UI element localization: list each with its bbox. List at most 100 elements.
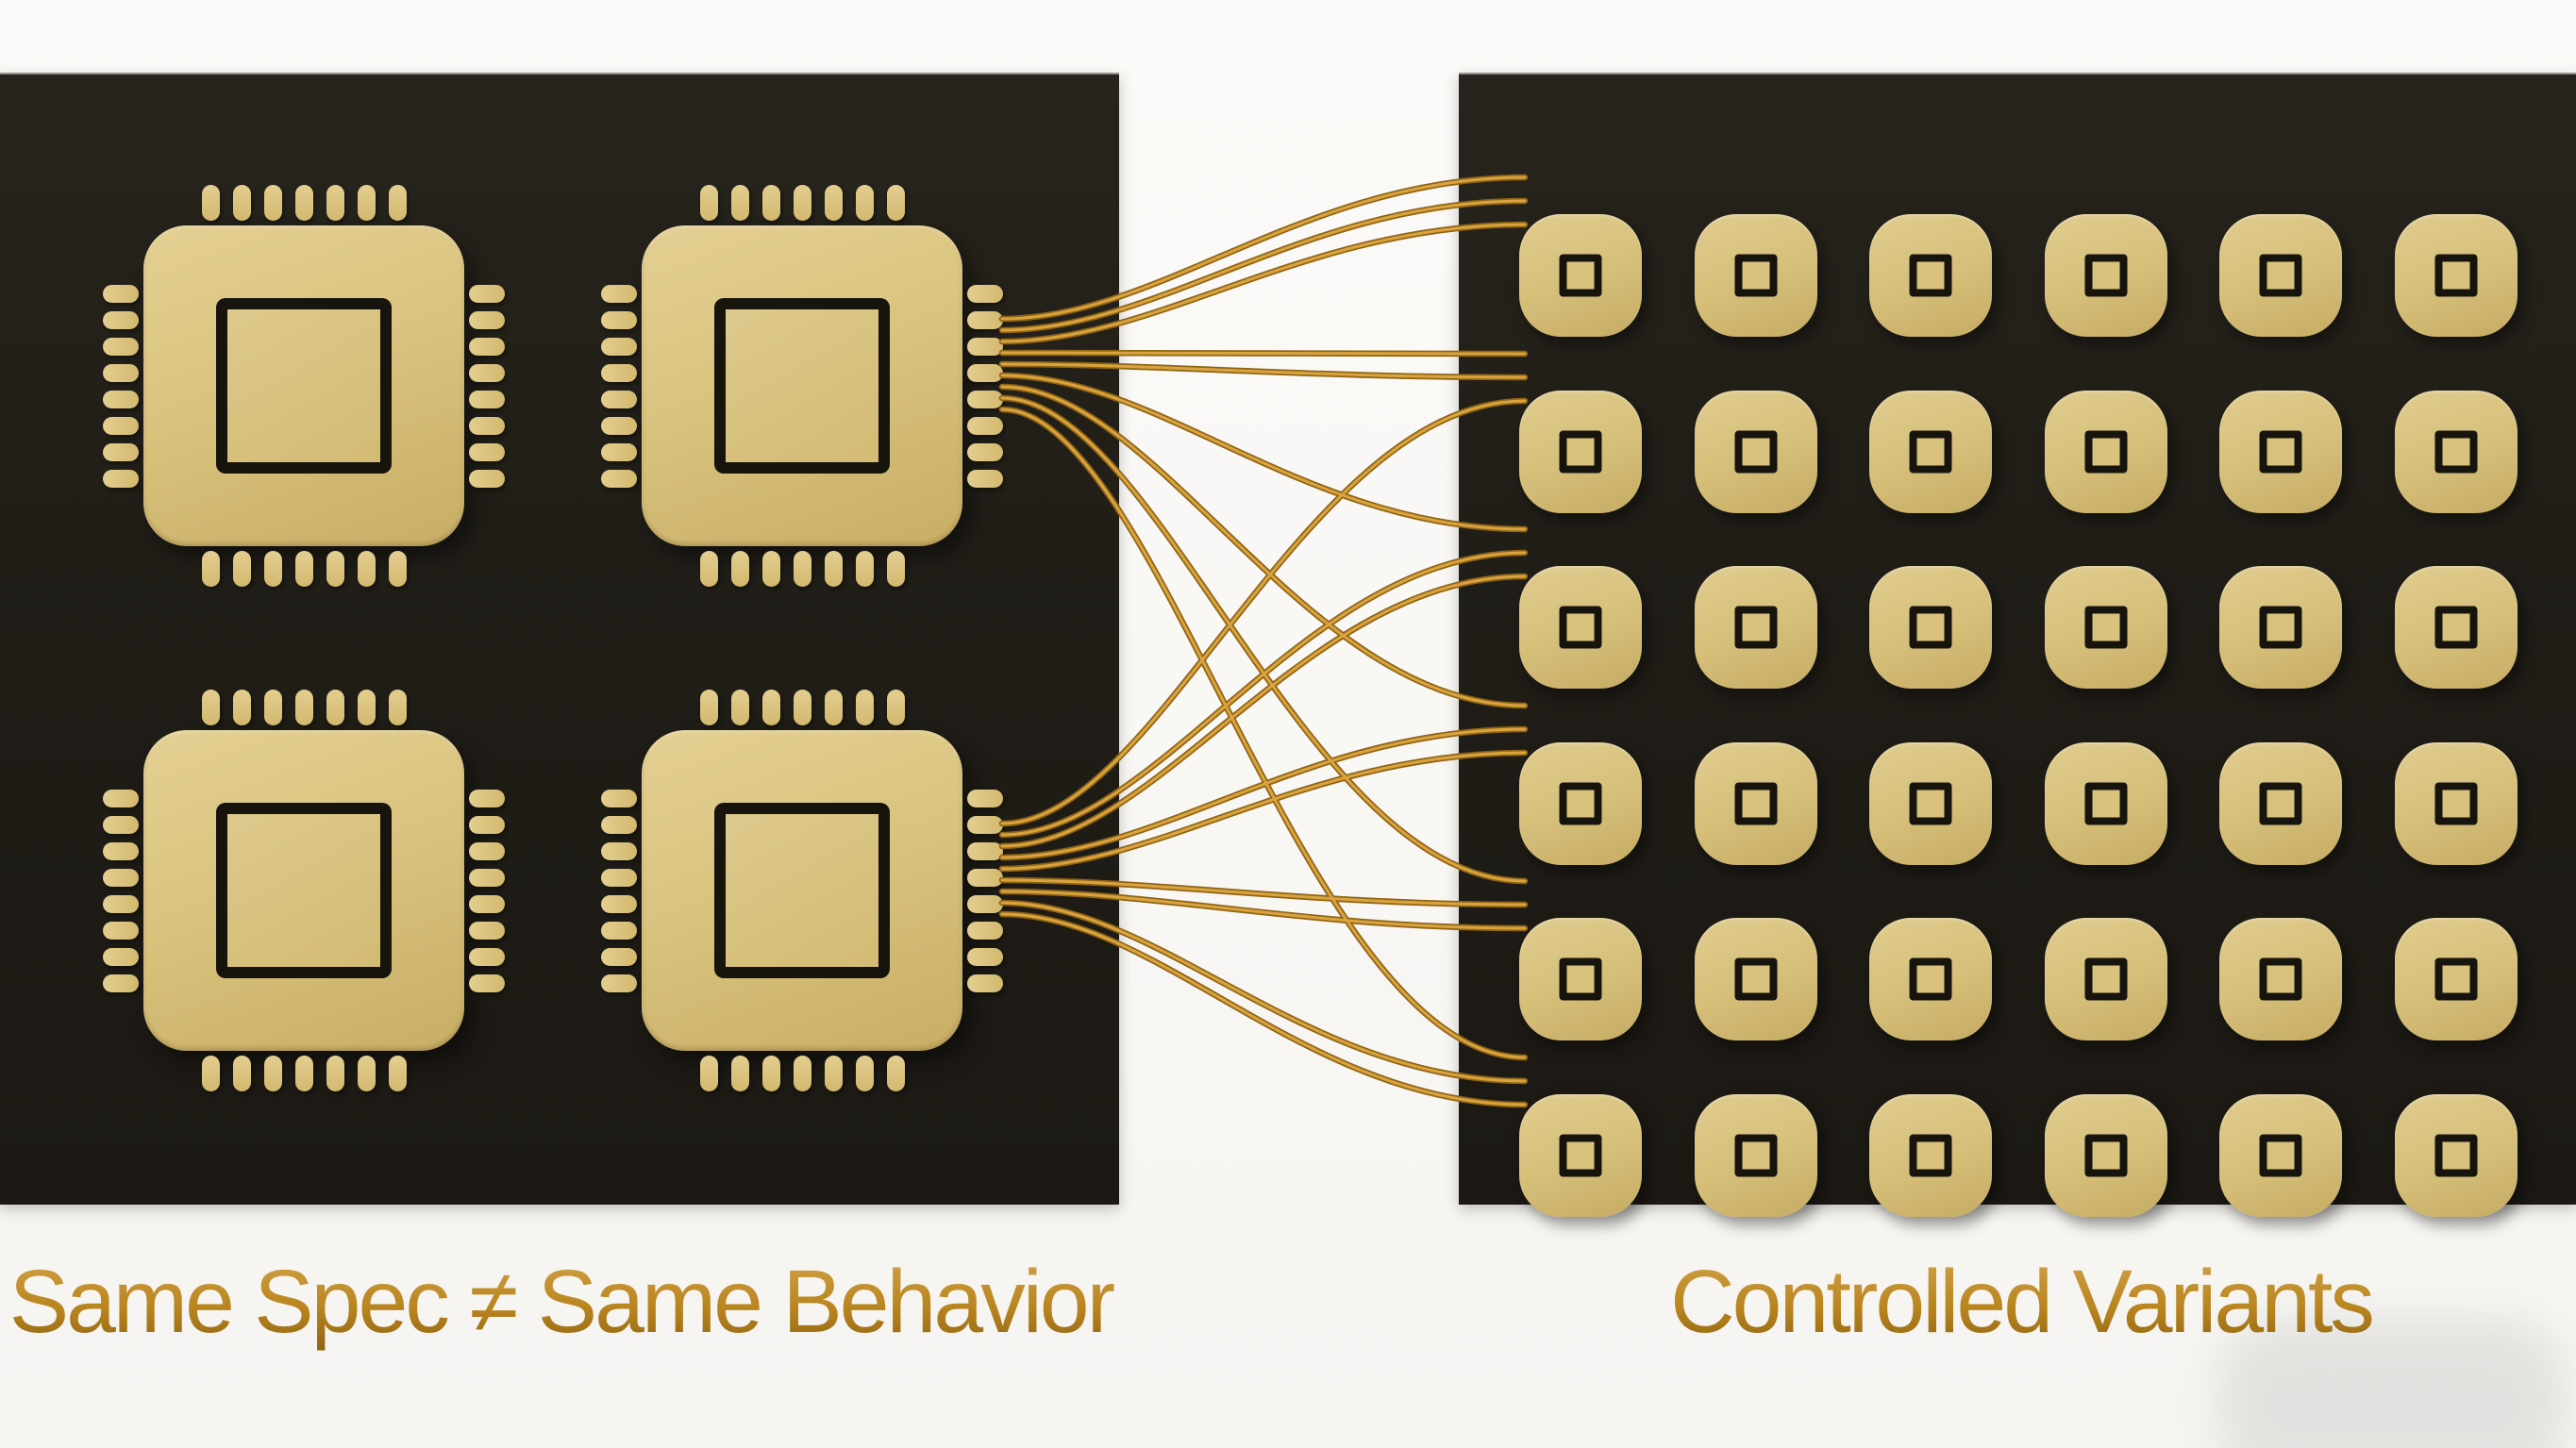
qfp-chip-icon [103,185,505,587]
pad-hole [1909,1134,1952,1177]
pad-hole [2434,957,2478,1001]
chip-die [216,298,392,474]
pad-hole [1909,606,1952,649]
chip-pin [103,789,139,807]
chip-pin [967,974,1003,992]
chip-pin [469,469,505,488]
chip-pin [730,185,749,221]
gray-smudge [2217,1319,2567,1448]
pad-hole [1559,1134,1602,1177]
qfp-chip-icon [601,185,1003,587]
pad-hole [1909,430,1952,474]
pad-icon [2219,918,2342,1040]
chip-pin [699,185,718,221]
pad-icon [1869,566,1992,689]
chip-pin [103,841,139,860]
chip-pin [103,416,139,435]
pad-hole [1559,606,1602,649]
chip-pin [469,815,505,834]
pad-hole [2434,1134,2478,1177]
chip-pin [967,442,1003,461]
chip-pin [761,690,780,725]
pad-hole [2259,782,2302,825]
chip-pin [601,469,637,488]
pad-hole [2084,606,2128,649]
pad-icon [1695,566,1817,689]
pad-hole [2259,430,2302,474]
chip-pin [201,1056,220,1091]
pad-icon [1695,918,1817,1040]
left-caption: Same Spec ≠ Same Behavior [8,1252,1117,1352]
chip-pin [469,310,505,329]
chip-pin [601,284,637,303]
pad-hole [1734,782,1778,825]
pad-icon [2219,214,2342,337]
chip-pin [601,390,637,408]
pad-icon [1869,391,1992,513]
chip-pin [601,416,637,435]
pad-hole [1734,606,1778,649]
qfp-chip-icon [103,690,505,1091]
chip-pin [699,551,718,587]
chip-pin [326,690,344,725]
chip-pin [824,551,843,587]
left-board [0,73,1119,1205]
chip-pin [263,185,282,221]
chip-pin [967,284,1003,303]
pad-icon [2045,391,2167,513]
chip-pin [967,921,1003,940]
chip-pin [601,310,637,329]
chip-pin [855,551,874,587]
chip-pin [730,551,749,587]
pad-hole [1734,1134,1778,1177]
chip-pin [469,789,505,807]
chip-pin [855,185,874,221]
pad-icon [2045,214,2167,337]
chip-body [143,730,464,1051]
chip-pin [103,815,139,834]
chip-pin [201,690,220,725]
chip-pin [601,442,637,461]
pad-hole [2259,254,2302,297]
pad-hole [2084,430,2128,474]
pad-hole [2434,430,2478,474]
pad-hole [1909,254,1952,297]
right-caption: Controlled Variants [1670,1252,2375,1352]
chip-pin [886,551,905,587]
chip-pin [967,390,1003,408]
chip-pin [103,284,139,303]
chip-pin [469,416,505,435]
chip-pin [232,185,251,221]
chip-pin [103,868,139,887]
chip-pin [469,442,505,461]
pad-icon [1869,918,1992,1040]
chip-pin [103,442,139,461]
chip-pin [469,363,505,382]
pad-icon [2219,742,2342,865]
pad-hole [2434,606,2478,649]
chip-pin [294,551,313,587]
chip-pin [601,868,637,887]
pad-icon [2395,391,2517,513]
chip-pin [761,551,780,587]
pad-icon [2219,566,2342,689]
pad-icon [1519,566,1642,689]
chip-pin [103,921,139,940]
chip-pin [886,1056,905,1091]
pad-icon [2219,391,2342,513]
chip-pin [699,1056,718,1091]
chip-pin [326,1056,344,1091]
pad-icon [1869,742,1992,865]
chip-pin [730,1056,749,1091]
pad-hole [2434,254,2478,297]
chip-pin [601,974,637,992]
chip-pin [294,1056,313,1091]
pad-hole [1734,957,1778,1001]
chip-pin [263,1056,282,1091]
chip-pin [388,185,407,221]
pad-icon [2395,918,2517,1040]
chip-body [143,225,464,546]
pad-hole [2084,1134,2128,1177]
chip-pin [103,310,139,329]
chip-pin [967,469,1003,488]
